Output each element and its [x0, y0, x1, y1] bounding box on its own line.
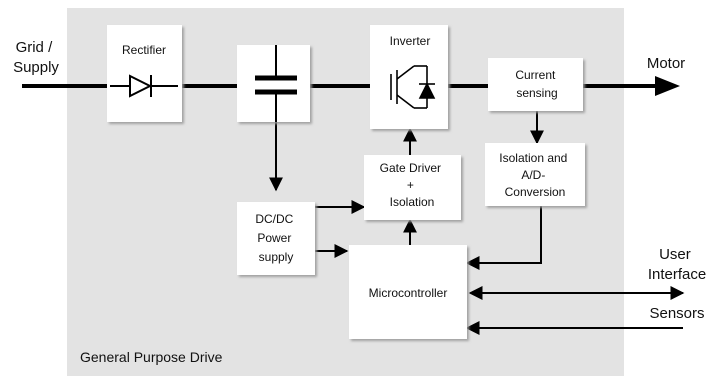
dcdc-label: DC/DC Power supply [255, 212, 296, 264]
gate-driver-label-line-1: Gate Driver [380, 161, 441, 175]
isolation-ad-label-line-1: Isolation and [499, 151, 567, 165]
gate-driver-label-line-2: + [407, 178, 414, 192]
microcontroller-block: Microcontroller [349, 245, 467, 339]
grid-label-line-1: Grid / [16, 39, 54, 56]
dcdc-power-supply-block: DC/DC Power supply [237, 202, 315, 275]
motor-label: Motor [647, 55, 685, 72]
dc-link-capacitor-block [237, 45, 310, 122]
gate-driver-label: Gate Driver + Isolation [380, 161, 445, 209]
isolation-ad-label-line-2: A/D- [521, 168, 545, 182]
rectifier-label: Rectifier [122, 43, 166, 57]
dcdc-label-line-1: DC/DC [255, 212, 293, 226]
microcontroller-label: Microcontroller [369, 286, 448, 300]
isolation-ad-label: Isolation and A/D- Conversion [499, 151, 570, 199]
diode-icon [110, 74, 178, 98]
user-interface-label-line-1: User [659, 246, 691, 263]
isolation-ad-label-line-3: Conversion [505, 185, 566, 199]
dcdc-label-line-2: Power [257, 231, 291, 245]
current-sensing-block: Current sensing [488, 58, 583, 111]
gate-driver-block: Gate Driver + Isolation [364, 155, 461, 220]
sensors-label: Sensors [649, 305, 704, 322]
rectifier-block: Rectifier [107, 25, 182, 122]
drive-label: General Purpose Drive [80, 349, 223, 365]
grid-label-line-2: Supply [13, 59, 59, 76]
isolation-to-microcontroller-connector [465, 206, 542, 270]
dcdc-label-line-3: supply [259, 250, 294, 264]
isolation-ad-block: Isolation and A/D- Conversion [485, 143, 585, 206]
motor-arrowhead [655, 76, 680, 96]
user-interface-label: User Interface [648, 246, 706, 283]
current-sensing-label-line-2: sensing [516, 86, 557, 100]
current-sensing-label: Current sensing [515, 68, 558, 100]
inverter-label: Inverter [390, 34, 431, 48]
capacitor-icon [255, 45, 297, 122]
grid-supply-label: Grid / Supply [13, 39, 59, 76]
gate-driver-label-line-3: Isolation [390, 195, 435, 209]
igbt-icon [390, 65, 436, 109]
current-sensing-label-line-1: Current [515, 68, 556, 82]
inverter-block: Inverter [370, 25, 448, 129]
user-interface-label-line-2: Interface [648, 266, 706, 283]
